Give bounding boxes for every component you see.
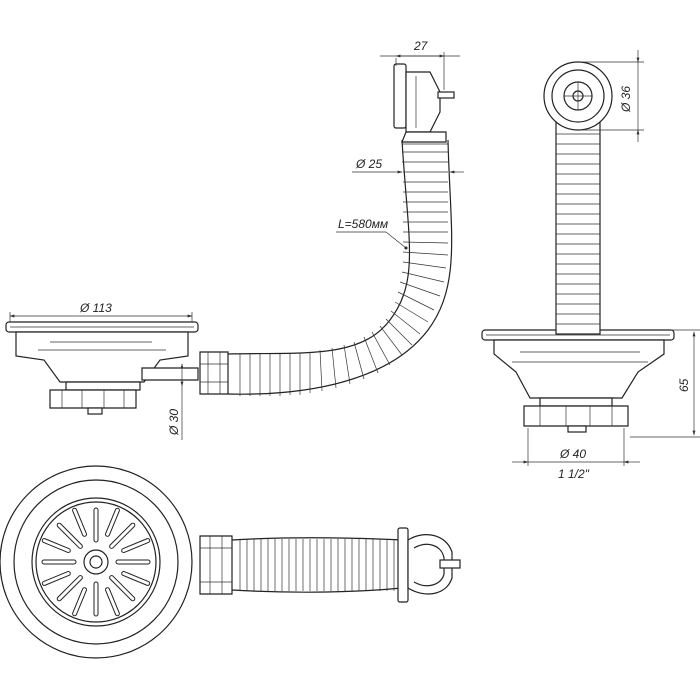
strainer-slot-inner bbox=[110, 523, 135, 548]
dim-basket-diameter-label: Ø 113 bbox=[79, 301, 112, 315]
overflow-cap-front bbox=[543, 61, 613, 131]
dim-overflow-depth-label: 27 bbox=[413, 39, 429, 53]
dimension-basket-diameter: Ø 113 bbox=[9, 301, 193, 322]
dimension-nut-diameter: Ø 40 1 1/2" bbox=[512, 428, 640, 481]
strainer-slot-inner bbox=[122, 539, 150, 552]
overflow-screw-top bbox=[439, 559, 461, 569]
overflow-head-top bbox=[397, 527, 461, 603]
bottom-nut-front bbox=[523, 405, 629, 427]
dimension-overflow-cap-diameter: Ø 36 bbox=[582, 50, 644, 142]
strainer-slot-inner bbox=[73, 588, 86, 616]
dimension-outlet-diameter: Ø 30 bbox=[167, 363, 184, 440]
dim-overflow-cap-diameter-label: Ø 36 bbox=[619, 86, 633, 113]
outlet-tail bbox=[141, 367, 199, 381]
overflow-head-side bbox=[393, 63, 455, 143]
connector-nut-top bbox=[199, 535, 233, 595]
front-view-strainer bbox=[481, 329, 675, 433]
strainer-slot-inner bbox=[57, 523, 82, 548]
connector-nut-side bbox=[199, 351, 229, 395]
dimension-drain-height: 65 bbox=[630, 329, 700, 438]
corrugated-hose-front bbox=[555, 121, 601, 335]
top-view-strainer bbox=[0, 465, 193, 659]
side-view-strainer bbox=[5, 321, 199, 415]
dimension-overflow-hose-diameter: Ø 25 bbox=[352, 157, 464, 174]
dim-nut-diameter-label: Ø 40 bbox=[559, 447, 586, 461]
dimension-overflow-depth: 27 bbox=[380, 39, 460, 90]
dim-drain-height-label: 65 bbox=[677, 378, 691, 392]
corrugated-hose-side bbox=[227, 139, 453, 396]
dim-overflow-hose-diameter-label: Ø 25 bbox=[355, 157, 382, 171]
overflow-screw bbox=[437, 91, 455, 99]
bottom-nut bbox=[49, 389, 137, 409]
strainer-slot-inner bbox=[106, 588, 119, 616]
dim-thread-size-label: 1 1/2" bbox=[558, 467, 590, 481]
strainer-slot-inner bbox=[122, 572, 150, 585]
corrugated-hose-top bbox=[231, 537, 403, 593]
strainer-slots bbox=[41, 507, 151, 617]
dim-outlet-diameter-label: Ø 30 bbox=[167, 409, 181, 436]
strainer-slot-inner bbox=[57, 576, 82, 601]
strainer-slot-inner bbox=[42, 572, 70, 585]
strainer-slot-inner bbox=[42, 539, 70, 552]
strainer-center-knob bbox=[83, 549, 109, 575]
dimension-hose-length: L=580мм bbox=[336, 217, 408, 250]
strainer-slot-inner bbox=[106, 508, 119, 536]
nut-top bbox=[65, 381, 141, 391]
dim-hose-length-label: L=580мм bbox=[338, 217, 388, 231]
strainer-slot-inner bbox=[73, 508, 86, 536]
strainer-slot-inner bbox=[110, 576, 135, 601]
